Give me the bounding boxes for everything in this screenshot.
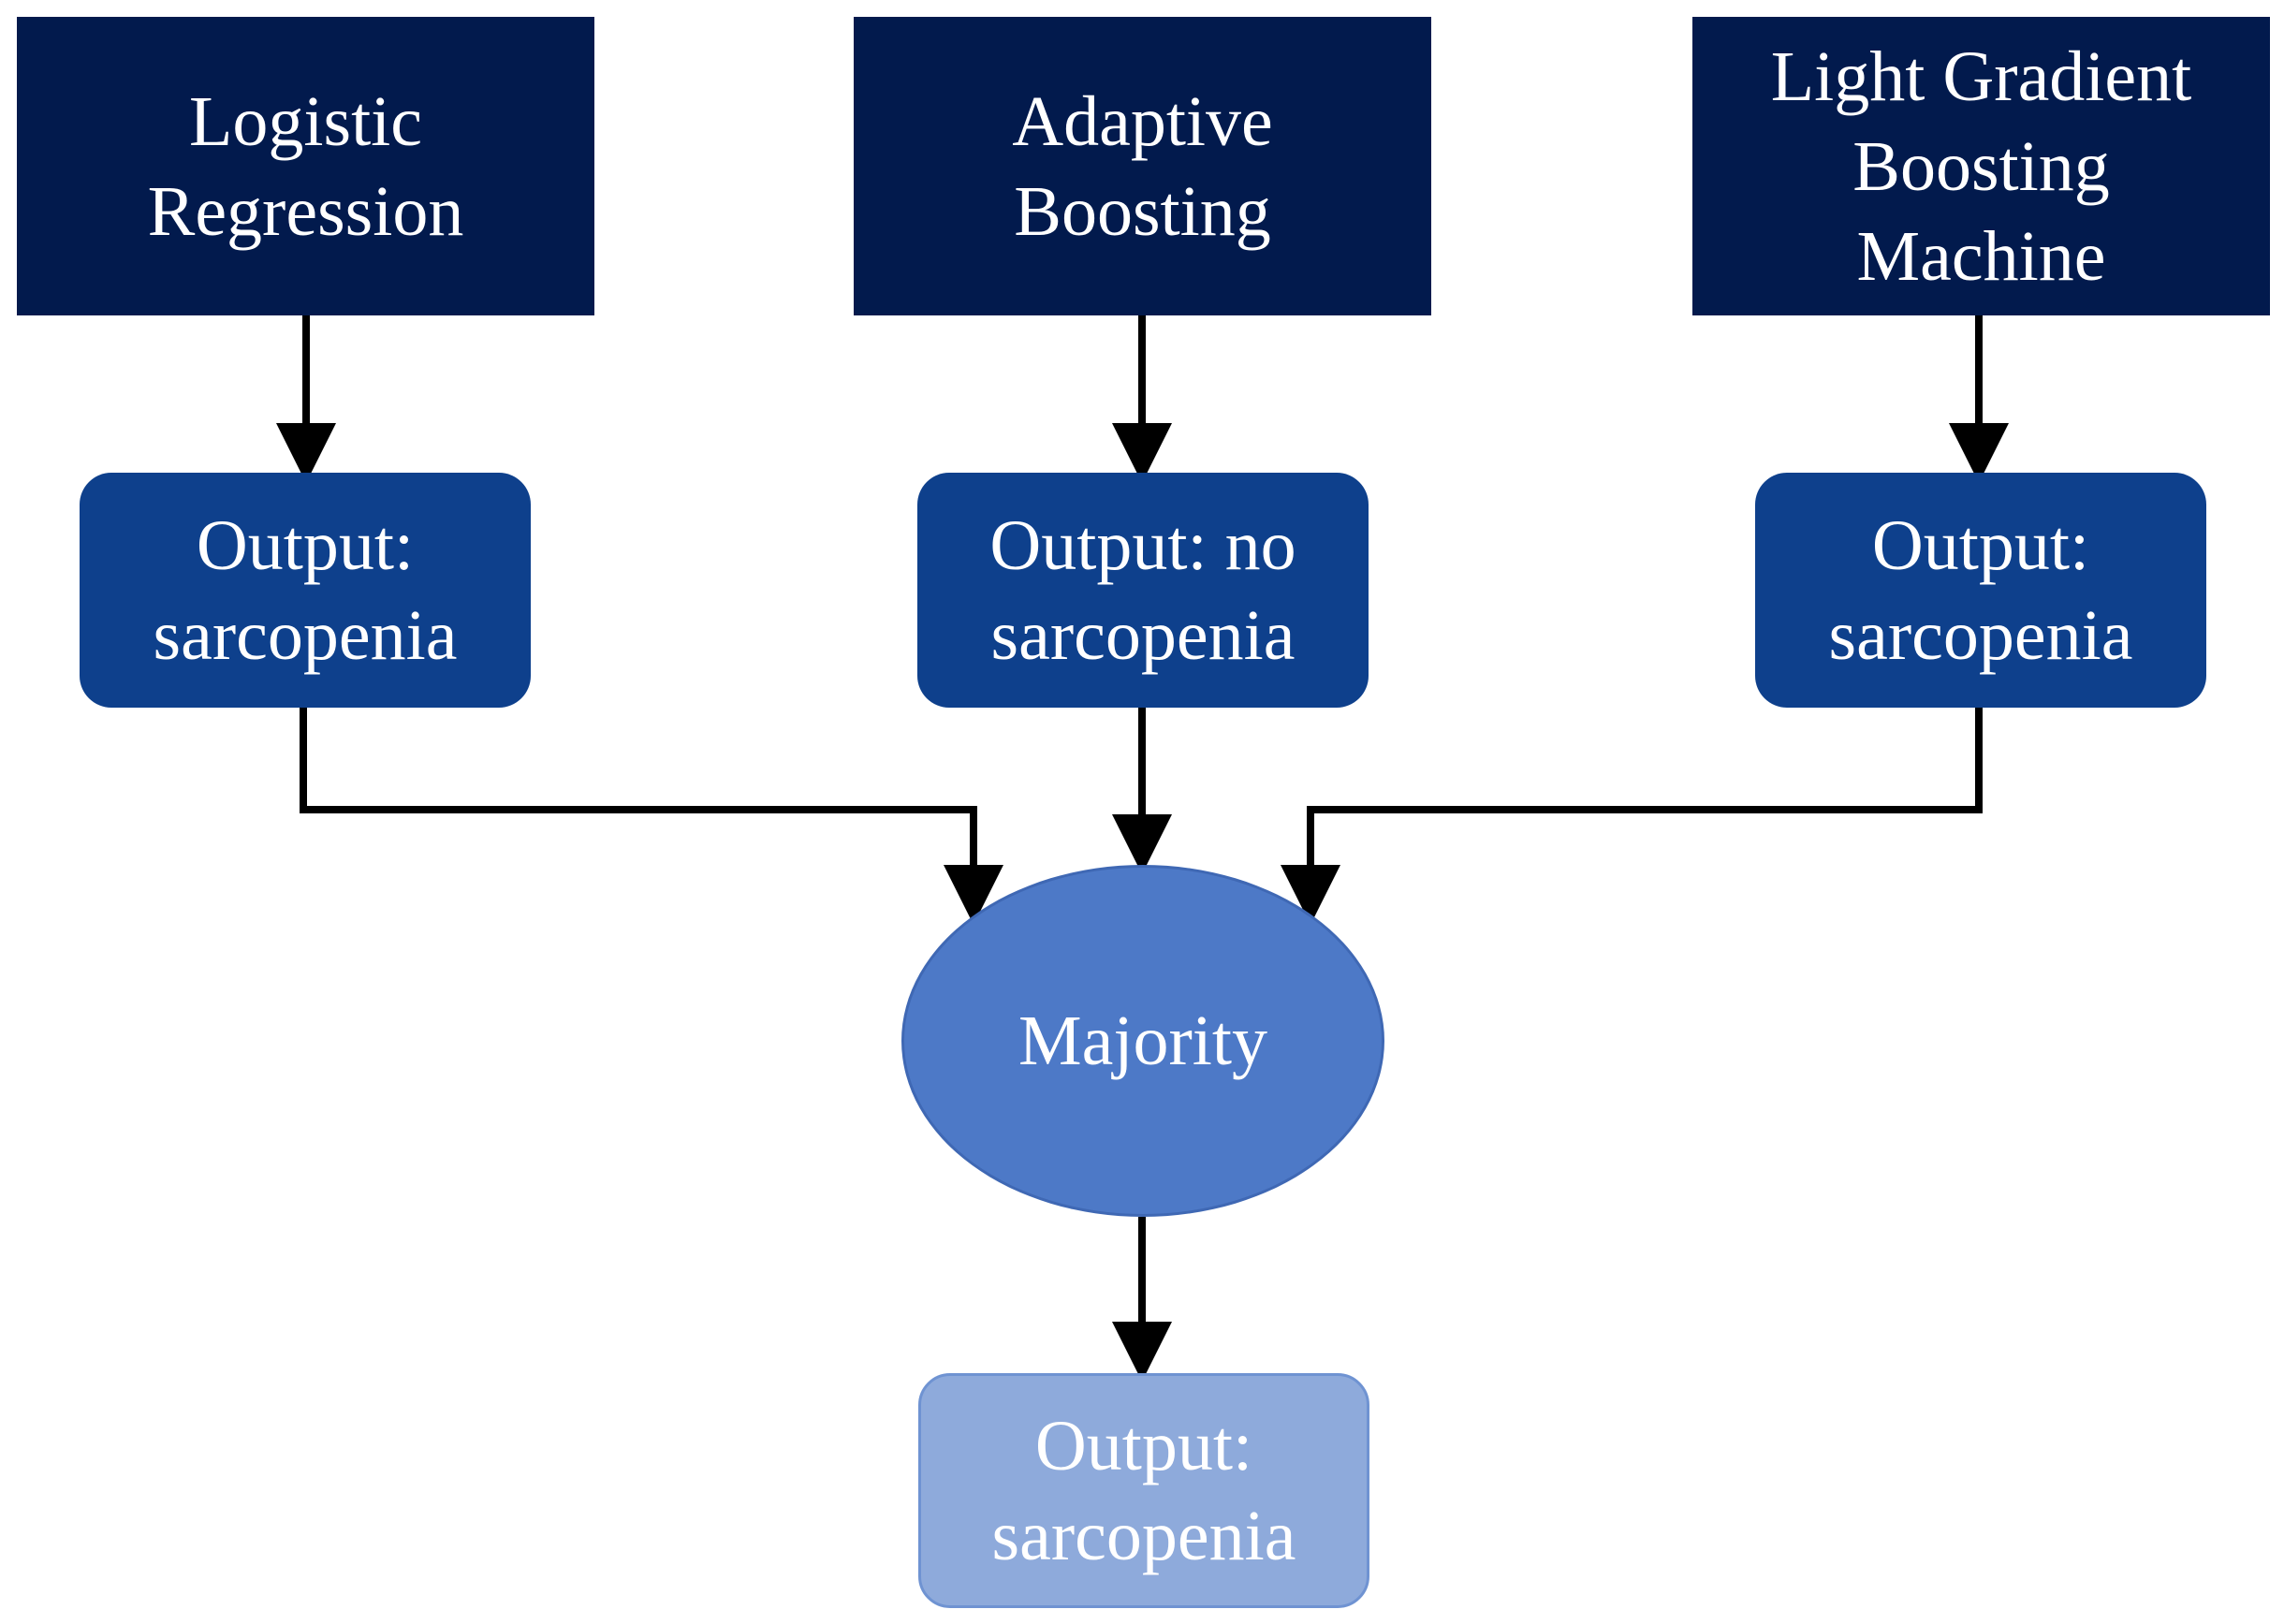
final-output-box: Output: sarcopenia <box>918 1373 1369 1608</box>
output-label-line: sarcopenia <box>1828 595 2133 675</box>
output-box-light-gradient-boosting-machine: Output: sarcopenia <box>1755 473 2206 708</box>
model-box-light-gradient-boosting-machine: Light Gradient Boosting Machine <box>1692 17 2270 315</box>
output-label-line: Output: no <box>989 505 1296 585</box>
model-label-line: Light Gradient <box>1770 37 2192 116</box>
majority-vote-node: Majority <box>901 865 1384 1217</box>
output-label-line: Output: <box>1871 505 2090 585</box>
model-label-line: Adaptive <box>1012 81 1273 161</box>
arrow-output-lr-to-majority <box>300 708 1003 925</box>
arrow-output-lgbm-to-majority <box>1281 708 1983 925</box>
output-label-line: sarcopenia <box>153 595 458 675</box>
majority-label: Majority <box>1018 1002 1267 1080</box>
model-label-line: Boosting <box>1852 126 2110 206</box>
model-label-line: Boosting <box>1014 171 1271 251</box>
final-output-label-line: sarcopenia <box>991 1496 1296 1575</box>
final-output-label-line: Output: <box>1034 1406 1253 1485</box>
model-label-line: Regression <box>147 171 464 251</box>
model-label-line: Logistic <box>188 81 423 161</box>
model-label-line: Machine <box>1856 216 2106 296</box>
output-box-logistic-regression: Output: sarcopenia <box>80 473 531 708</box>
output-box-adaptive-boosting: Output: no sarcopenia <box>917 473 1369 708</box>
output-label-line: sarcopenia <box>990 595 1296 675</box>
model-box-logistic-regression: Logistic Regression <box>17 17 594 315</box>
model-box-adaptive-boosting: Adaptive Boosting <box>854 17 1431 315</box>
output-label-line: Output: <box>196 505 415 585</box>
